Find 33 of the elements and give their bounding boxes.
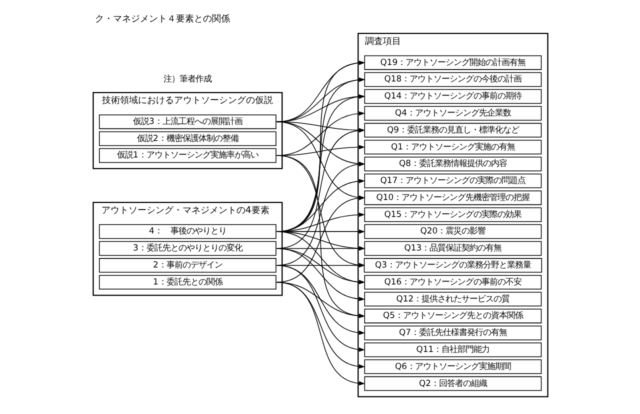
node-box: Q17：アウトソーシングの実際の問題点 bbox=[364, 174, 542, 188]
node-box: Q6：アウトソーシング実施期間 bbox=[364, 359, 542, 374]
node-box: Q10：アウトソーシング先機密管理の把握 bbox=[364, 190, 542, 206]
node-box: Q5：アウトソーシング先との資本関係 bbox=[364, 308, 542, 324]
node-box: Q16：アウトソーシングの事前の不安 bbox=[364, 274, 542, 290]
node-box: 4： 事後のやりとり bbox=[98, 224, 276, 239]
node-box: Q3：アウトソーシングの業務分野と業務量 bbox=[363, 258, 542, 273]
diagram-title: ク・マネジメント４要素との関係 bbox=[94, 14, 230, 25]
node-box: 仮説3：上流工程への展開計画 bbox=[98, 114, 276, 130]
node-box: 2：事前のデザイン bbox=[98, 258, 276, 273]
node-box: Q4：アウトソーシング先企業数 bbox=[364, 106, 542, 121]
node-box: Q11：自社部門能力 bbox=[364, 342, 542, 358]
node-box: Q8：委託業務情報提供の内容 bbox=[364, 156, 542, 172]
node-box: Q19：アウトソーシング開始の計画有無 bbox=[364, 55, 542, 70]
node-box: 1：委託先との関係 bbox=[98, 274, 276, 290]
node-box: 仮説1：アウトソーシング実施率が高い bbox=[98, 148, 276, 163]
arrow bbox=[276, 229, 365, 234]
label: 注）筆者作成 bbox=[163, 74, 212, 84]
node-box: Q9：委託業務の見直し・標準化など bbox=[364, 122, 542, 138]
node-box: 仮説2：機密保護体制の整備 bbox=[98, 131, 276, 146]
arrow bbox=[276, 231, 365, 251]
node-box: Q14：アウトソーシングの事前の期待 bbox=[364, 89, 542, 104]
node-box: Q1：アウトソーシング実施の有無 bbox=[364, 140, 542, 154]
node-box: Q15：アウトソーシングの実際の効果 bbox=[364, 207, 542, 222]
arrow bbox=[276, 212, 365, 232]
node-box: Q20：震災の影響 bbox=[364, 224, 542, 239]
node-box: Q7：委託先仕様書発行の有無 bbox=[364, 326, 542, 340]
node-box: Q13：品質保証契約の有無 bbox=[364, 241, 542, 256]
node-box: Q18：アウトソーシングの今後の計画 bbox=[364, 72, 542, 87]
node-box: Q2：回答者の組織 bbox=[364, 376, 542, 391]
arrow bbox=[276, 60, 365, 122]
node-box: Q12：提供されたサービスの質 bbox=[364, 292, 542, 306]
node-box: 3：委託先とのやりとりの変化 bbox=[98, 241, 276, 256]
